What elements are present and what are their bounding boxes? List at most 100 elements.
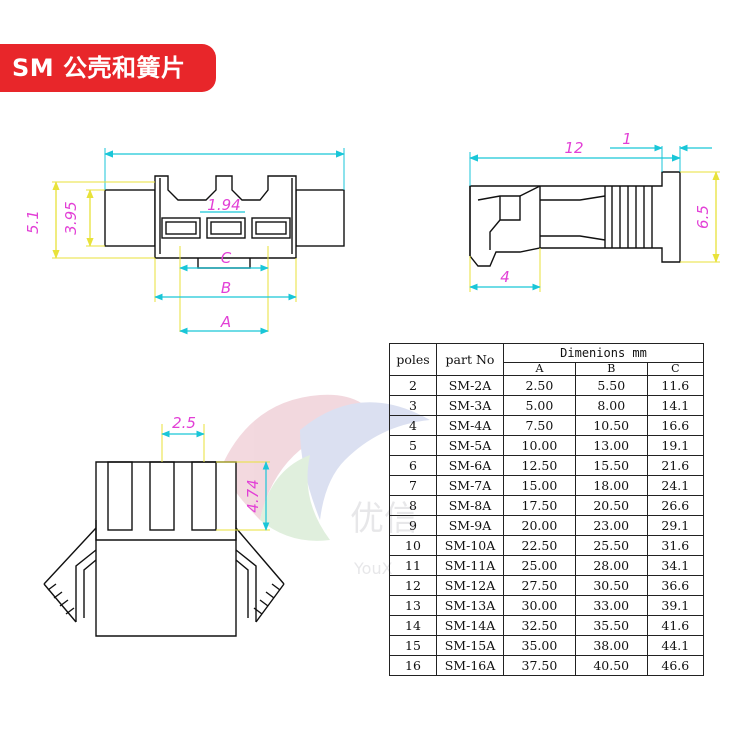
cell-c: 46.6	[646, 655, 705, 676]
cell-poles: 12	[389, 575, 437, 596]
cell-a: 17.50	[503, 495, 576, 516]
dim-4: 4	[500, 268, 510, 286]
cell-b: 18.00	[574, 475, 648, 496]
header-part-no: part No	[436, 343, 504, 376]
cell-b: 35.50	[574, 615, 648, 636]
cell-part-no: SM-8A	[436, 495, 504, 516]
cell-c: 29.1	[646, 515, 705, 536]
header-c: C	[646, 362, 705, 376]
bottom-view	[43, 461, 285, 637]
cell-a: 30.00	[503, 595, 576, 616]
cell-c: 16.6	[646, 415, 705, 436]
dim-3-95: 3.95	[62, 201, 80, 234]
cell-poles: 14	[389, 615, 437, 636]
cell-part-no: SM-9A	[436, 515, 504, 536]
dim-12: 12	[564, 139, 583, 157]
cell-part-no: SM-14A	[436, 615, 504, 636]
dim-4-74: 4.74	[244, 479, 262, 512]
bottom-view-dimensions: 2.5 4.74	[161, 414, 270, 531]
cell-b: 8.00	[574, 395, 648, 416]
dim-1: 1	[622, 130, 632, 148]
label-c: C	[221, 249, 232, 267]
cell-a: 32.50	[503, 615, 576, 636]
dim-1-94: 1.94	[207, 196, 240, 214]
cell-part-no: SM-13A	[436, 595, 504, 616]
cell-c: 44.1	[646, 635, 705, 656]
cell-a: 27.50	[503, 575, 576, 596]
cell-poles: 9	[389, 515, 437, 536]
cell-poles: 7	[389, 475, 437, 496]
front-view	[104, 175, 345, 269]
cell-poles: 13	[389, 595, 437, 616]
side-view-dimensions: 12 1 6.5 4	[469, 130, 720, 292]
header-dimensions: Dimenions mm	[503, 343, 704, 363]
cell-c: 36.6	[646, 575, 705, 596]
cell-part-no: SM-7A	[436, 475, 504, 496]
watermark-brand-en: YouX	[353, 559, 393, 578]
cell-c: 39.1	[646, 595, 705, 616]
header-b: B	[574, 362, 648, 376]
cell-c: 21.6	[646, 455, 705, 476]
cell-a: 25.00	[503, 555, 576, 576]
cell-part-no: SM-12A	[436, 575, 504, 596]
cell-b: 33.00	[574, 595, 648, 616]
cell-a: 5.00	[503, 395, 576, 416]
cell-b: 10.50	[574, 415, 648, 436]
cell-poles: 15	[389, 635, 437, 656]
cell-b: 30.50	[574, 575, 648, 596]
dim-5-1: 5.1	[24, 210, 42, 234]
cell-part-no: SM-3A	[436, 395, 504, 416]
cell-c: 19.1	[646, 435, 705, 456]
cell-part-no: SM-16A	[436, 655, 504, 676]
dim-6-5: 6.5	[694, 205, 712, 229]
cell-c: 11.6	[646, 375, 705, 396]
cell-c: 24.1	[646, 475, 705, 496]
front-view-dimensions: 5.1 3.95 1.94 C B A	[24, 148, 345, 335]
cell-part-no: SM-6A	[436, 455, 504, 476]
cell-a: 15.00	[503, 475, 576, 496]
cell-a: 35.00	[503, 635, 576, 656]
cell-c: 34.1	[646, 555, 705, 576]
cell-poles: 11	[389, 555, 437, 576]
cell-poles: 3	[389, 395, 437, 416]
label-b: B	[221, 279, 231, 297]
cell-b: 15.50	[574, 455, 648, 476]
cell-part-no: SM-2A	[436, 375, 504, 396]
title-banner: SM 公壳和簧片	[0, 44, 216, 92]
cell-b: 20.50	[574, 495, 648, 516]
cell-poles: 8	[389, 495, 437, 516]
cell-c: 41.6	[646, 615, 705, 636]
cell-b: 23.00	[574, 515, 648, 536]
header-poles: poles	[389, 343, 437, 376]
cell-a: 2.50	[503, 375, 576, 396]
label-a: A	[220, 313, 231, 331]
cell-part-no: SM-10A	[436, 535, 504, 556]
cell-part-no: SM-15A	[436, 635, 504, 656]
cell-poles: 2	[389, 375, 437, 396]
cell-a: 22.50	[503, 535, 576, 556]
cell-part-no: SM-4A	[436, 415, 504, 436]
cell-b: 5.50	[574, 375, 648, 396]
cell-c: 26.6	[646, 495, 705, 516]
cell-poles: 10	[389, 535, 437, 556]
cell-part-no: SM-11A	[436, 555, 504, 576]
cell-c: 14.1	[646, 395, 705, 416]
cell-a: 20.00	[503, 515, 576, 536]
